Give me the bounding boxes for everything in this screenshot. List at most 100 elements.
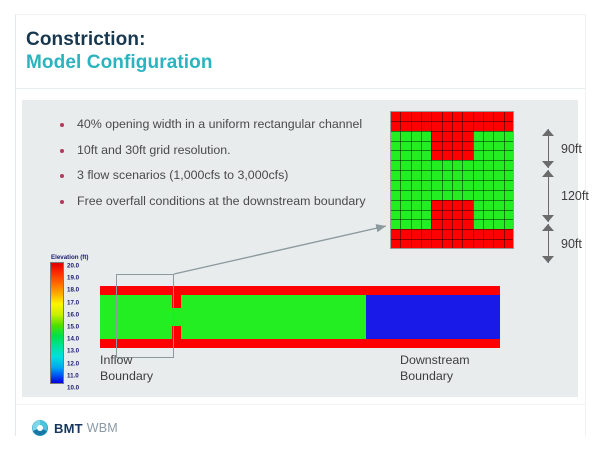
legend-tick-label: 11.0 bbox=[67, 372, 79, 380]
mesh-cell bbox=[431, 180, 442, 190]
mesh-cell bbox=[493, 150, 504, 161]
mesh-cell bbox=[472, 239, 483, 249]
mesh-cell bbox=[483, 199, 494, 210]
mesh-cell bbox=[493, 180, 504, 190]
frame-top-rule bbox=[15, 14, 585, 15]
mesh-cell bbox=[441, 180, 452, 190]
mesh-diagram bbox=[390, 111, 514, 249]
mesh-cell bbox=[472, 111, 483, 121]
arrow-down-icon bbox=[542, 215, 554, 222]
inflow-boundary-line2: Boundary bbox=[100, 369, 154, 383]
frame-right-rule bbox=[585, 14, 586, 436]
mesh-cell bbox=[472, 170, 483, 180]
mesh-cell bbox=[452, 199, 463, 210]
mesh-cell bbox=[493, 199, 504, 210]
channel-bank-top bbox=[100, 286, 500, 295]
mesh-cell bbox=[503, 209, 514, 220]
dimension-120ft: 120ft bbox=[542, 170, 600, 222]
mesh-cell bbox=[431, 239, 442, 249]
mesh-cell bbox=[452, 170, 463, 180]
mesh-cell bbox=[472, 140, 483, 151]
mesh-cell bbox=[472, 199, 483, 210]
mesh-cell bbox=[472, 189, 483, 200]
mesh-cell bbox=[483, 160, 494, 171]
list-item: 40% opening width in a uniform rectangul… bbox=[60, 116, 390, 133]
arrow-down-icon bbox=[542, 256, 554, 263]
mesh-cell bbox=[431, 120, 442, 131]
mesh-cell bbox=[503, 199, 514, 210]
legend-tick-label: 16.0 bbox=[67, 311, 80, 319]
mesh-cell bbox=[483, 120, 494, 131]
zoom-callout-box bbox=[116, 274, 174, 358]
mesh-cell bbox=[400, 199, 411, 210]
mesh-cell bbox=[431, 140, 442, 151]
legend-colorbar bbox=[50, 262, 64, 384]
mesh-cell bbox=[400, 239, 411, 249]
mesh-cell bbox=[390, 160, 401, 171]
bullet-text: 10ft and 30ft grid resolution. bbox=[77, 142, 231, 157]
mesh-cell bbox=[493, 189, 504, 200]
mesh-cell bbox=[410, 130, 421, 141]
mesh-cell bbox=[410, 239, 421, 249]
mesh-cell bbox=[452, 111, 463, 121]
mesh-cell bbox=[472, 229, 483, 240]
mesh-cell bbox=[431, 209, 442, 220]
mesh-cell bbox=[441, 239, 452, 249]
mesh-cell bbox=[503, 111, 514, 121]
mesh-cell bbox=[503, 150, 514, 161]
legend-tick-label: 13.0 bbox=[67, 347, 80, 355]
mesh-cell bbox=[462, 209, 473, 220]
mesh-cell bbox=[431, 229, 442, 240]
title-divider bbox=[16, 88, 585, 89]
dimension-line bbox=[548, 224, 549, 263]
mesh-cell bbox=[390, 130, 401, 141]
footer-divider bbox=[16, 404, 585, 405]
mesh-cell bbox=[390, 170, 401, 180]
mesh-cell bbox=[421, 170, 432, 180]
downstream-boundary-line2: Boundary bbox=[400, 369, 454, 383]
mesh-cell bbox=[503, 140, 514, 151]
arrow-down-icon bbox=[542, 161, 554, 168]
arrow-up-icon bbox=[542, 224, 554, 231]
mesh-cell bbox=[462, 170, 473, 180]
dimension-90ft-bottom: 90ft bbox=[542, 224, 600, 263]
bullet-text: 40% opening width in a uniform rectangul… bbox=[77, 117, 363, 131]
mesh-cell bbox=[421, 239, 432, 249]
mesh-cell bbox=[441, 140, 452, 151]
bullet-dot-icon bbox=[60, 199, 64, 204]
mesh-cell bbox=[483, 140, 494, 151]
mesh-cell bbox=[462, 150, 473, 161]
downstream-boundary-line1: Downstream bbox=[400, 353, 470, 367]
mesh-cell bbox=[410, 229, 421, 240]
legend-tick-label: 15.0 bbox=[67, 323, 80, 331]
channel-plan-view bbox=[100, 286, 500, 348]
mesh-cell bbox=[400, 111, 411, 121]
dimension-label: 120ft bbox=[561, 189, 589, 203]
mesh-cell bbox=[431, 111, 442, 121]
mesh-cell bbox=[472, 120, 483, 131]
mesh-cell bbox=[400, 130, 411, 141]
list-item: 10ft and 30ft grid resolution. bbox=[60, 142, 390, 159]
mesh-cell bbox=[421, 120, 432, 131]
mesh-cell bbox=[483, 209, 494, 220]
mesh-cell bbox=[410, 180, 421, 190]
mesh-cell bbox=[472, 150, 483, 161]
mesh-cell bbox=[421, 140, 432, 151]
dimension-line bbox=[548, 129, 549, 168]
constriction-notch-bottom bbox=[172, 326, 181, 339]
dimension-90ft-top: 90ft bbox=[542, 129, 600, 168]
mesh-cell bbox=[431, 130, 442, 141]
mesh-cell bbox=[400, 120, 411, 131]
mesh-cell bbox=[441, 111, 452, 121]
logo-text-wbm: WBM bbox=[86, 421, 118, 435]
page-title-line2: Model Configuration bbox=[26, 52, 213, 73]
mesh-cell bbox=[503, 219, 514, 230]
mesh-cell bbox=[390, 150, 401, 161]
content-panel: 40% opening width in a uniform rectangul… bbox=[22, 100, 589, 397]
mesh-cell bbox=[431, 170, 442, 180]
mesh-cell bbox=[421, 229, 432, 240]
legend-tick-label: 14.0 bbox=[67, 335, 80, 343]
inflow-boundary-label: Inflow Boundary bbox=[100, 352, 153, 384]
